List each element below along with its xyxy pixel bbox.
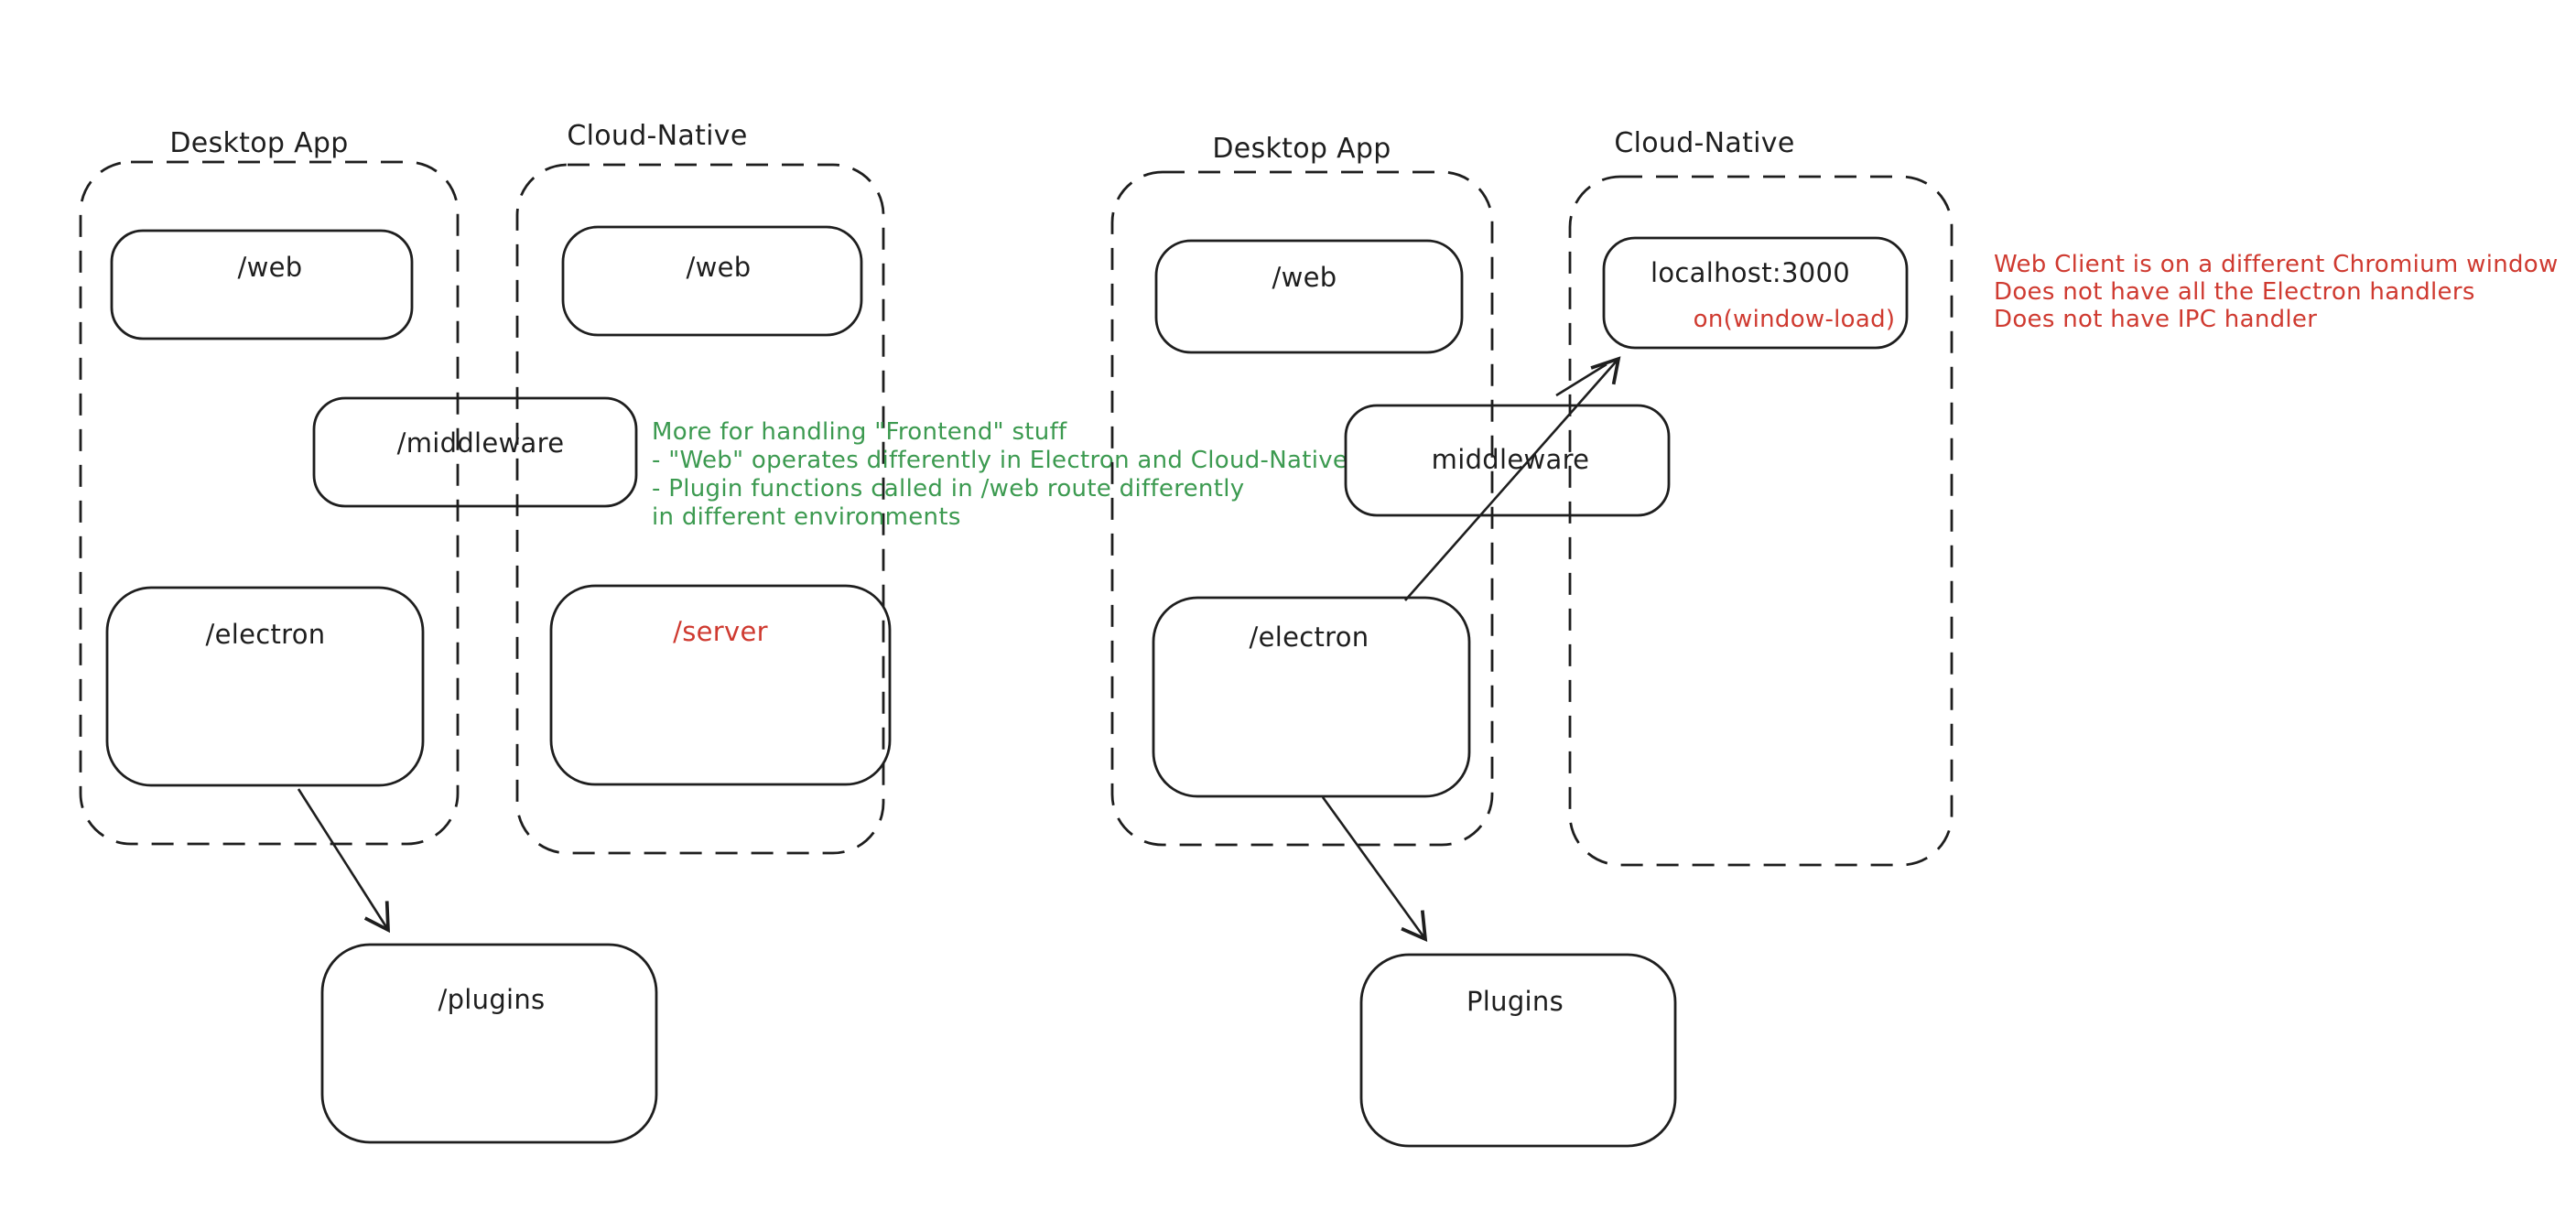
right-desktop-container [1110, 170, 1494, 847]
left-green-note: More for handling "Frontend" stuff - "We… [652, 418, 1348, 531]
right-middleware-label: middleware [1432, 444, 1590, 475]
right-localhost-label: localhost:3000 [1651, 257, 1850, 288]
left-desktop-container [79, 160, 460, 846]
left-cloud-web-box [561, 225, 863, 337]
left-desktop-container-label: Desktop App [169, 127, 348, 159]
left-middleware-box [312, 396, 638, 508]
green-note-line-2: - "Web" operates differently in Electron… [652, 447, 1348, 474]
right-localhost-box [1602, 236, 1909, 350]
right-cloud-container-label: Cloud-Native [1614, 127, 1794, 159]
left-cloud-container [515, 163, 885, 855]
left-electron-box [105, 586, 425, 787]
right-web-label: /web [1272, 262, 1337, 293]
left-cloud-container-label: Cloud-Native [567, 120, 747, 152]
right-on-window-load-label: on(window-load) [1694, 306, 1896, 333]
left-desktop-web-label: /web [238, 252, 303, 283]
left-desktop-web-box [110, 229, 414, 340]
right-red-note: Web Client is on a different Chromium wi… [1994, 251, 2559, 333]
red-note-line-2: Does not have all the Electron handlers [1994, 278, 2475, 306]
right-plugins-box [1359, 953, 1677, 1148]
left-plugins-box [320, 943, 658, 1144]
green-note-line-1: More for handling "Frontend" stuff [652, 418, 1067, 446]
green-note-line-3: - Plugin functions called in /web route … [652, 475, 1244, 503]
green-note-line-4: in different environments [652, 503, 961, 531]
red-note-line-1: Web Client is on a different Chromium wi… [1994, 251, 2559, 278]
right-cloud-container [1568, 175, 1954, 867]
right-electron-to-localhost-arrow [1404, 356, 1621, 601]
right-electron-box [1152, 596, 1471, 798]
left-plugins-label: /plugins [438, 984, 546, 1015]
left-server-box [549, 584, 892, 786]
left-electron-to-plugins-arrow [297, 788, 391, 934]
left-electron-label: /electron [206, 619, 326, 650]
left-server-label: /server [673, 616, 768, 647]
left-cloud-web-label: /web [687, 252, 752, 283]
right-electron-label: /electron [1250, 621, 1369, 653]
left-middleware-label: /middleware [397, 427, 565, 459]
right-plugins-label: Plugins [1467, 986, 1564, 1017]
right-web-box [1154, 239, 1464, 354]
right-middleware-box [1344, 404, 1671, 517]
red-note-line-3: Does not have IPC handler [1994, 306, 2317, 333]
right-arrowhead-extra-stroke [1555, 362, 1607, 397]
right-desktop-container-label: Desktop App [1212, 133, 1391, 165]
right-electron-to-plugins-arrow [1321, 796, 1428, 942]
